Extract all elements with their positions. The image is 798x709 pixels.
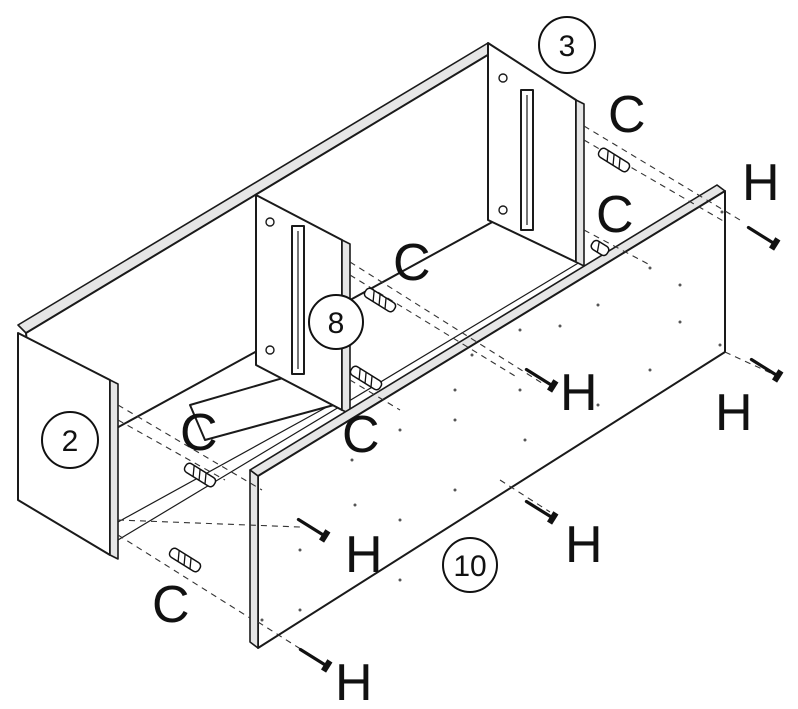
dowel <box>183 462 217 488</box>
screw <box>749 357 784 383</box>
front-panel-holes <box>260 210 724 622</box>
dowel-label-c: C <box>152 576 190 634</box>
dowel-label-c: C <box>180 404 218 462</box>
part-callout-10: 10 <box>442 537 498 593</box>
screw <box>746 225 781 251</box>
screw <box>296 517 331 543</box>
dowel <box>168 547 202 573</box>
middle-panel-hole-bottom <box>265 345 275 355</box>
dowel-pins <box>168 147 631 573</box>
dowel <box>349 365 383 391</box>
dowel <box>590 239 610 257</box>
screws <box>296 225 784 673</box>
dowel-label-c: C <box>608 86 646 144</box>
screw-label-h: H <box>560 364 598 422</box>
screw <box>524 499 559 525</box>
screw-label-h: H <box>742 154 780 212</box>
left-side-panel-edge <box>109 379 119 560</box>
screw-label-h: H <box>345 526 383 584</box>
screw-labels: H H H H H H <box>335 154 780 709</box>
part-number-10: 10 <box>453 550 486 583</box>
part-callout-2: 2 <box>41 411 99 469</box>
bottom-shelf-back-line <box>117 396 346 523</box>
part-number-3: 3 <box>559 30 576 63</box>
dowel <box>363 287 397 313</box>
front-panel-side-edge <box>249 469 259 649</box>
dowel-label-c: C <box>342 406 380 464</box>
dowel-labels: C C C C C C <box>152 86 646 634</box>
alignment-guides <box>117 125 776 661</box>
part-callout-3: 3 <box>538 16 596 74</box>
screw-label-h: H <box>335 654 373 709</box>
part-callout-8: 8 <box>308 294 364 350</box>
screw-label-h: H <box>715 384 753 442</box>
dowel-label-c: C <box>393 234 431 292</box>
part-number-8: 8 <box>328 307 345 340</box>
screw <box>298 647 333 673</box>
screw <box>524 367 559 393</box>
right-side-panel <box>487 42 585 267</box>
right-panel-hole-bottom <box>498 205 508 215</box>
part-number-2: 2 <box>62 425 79 458</box>
right-side-panel-edge <box>575 99 585 267</box>
screw-label-h: H <box>565 516 603 574</box>
dowel-label-c: C <box>596 186 634 244</box>
dowel <box>597 147 631 173</box>
right-panel-hole-top <box>498 73 508 83</box>
middle-panel-hole-top <box>265 217 275 227</box>
